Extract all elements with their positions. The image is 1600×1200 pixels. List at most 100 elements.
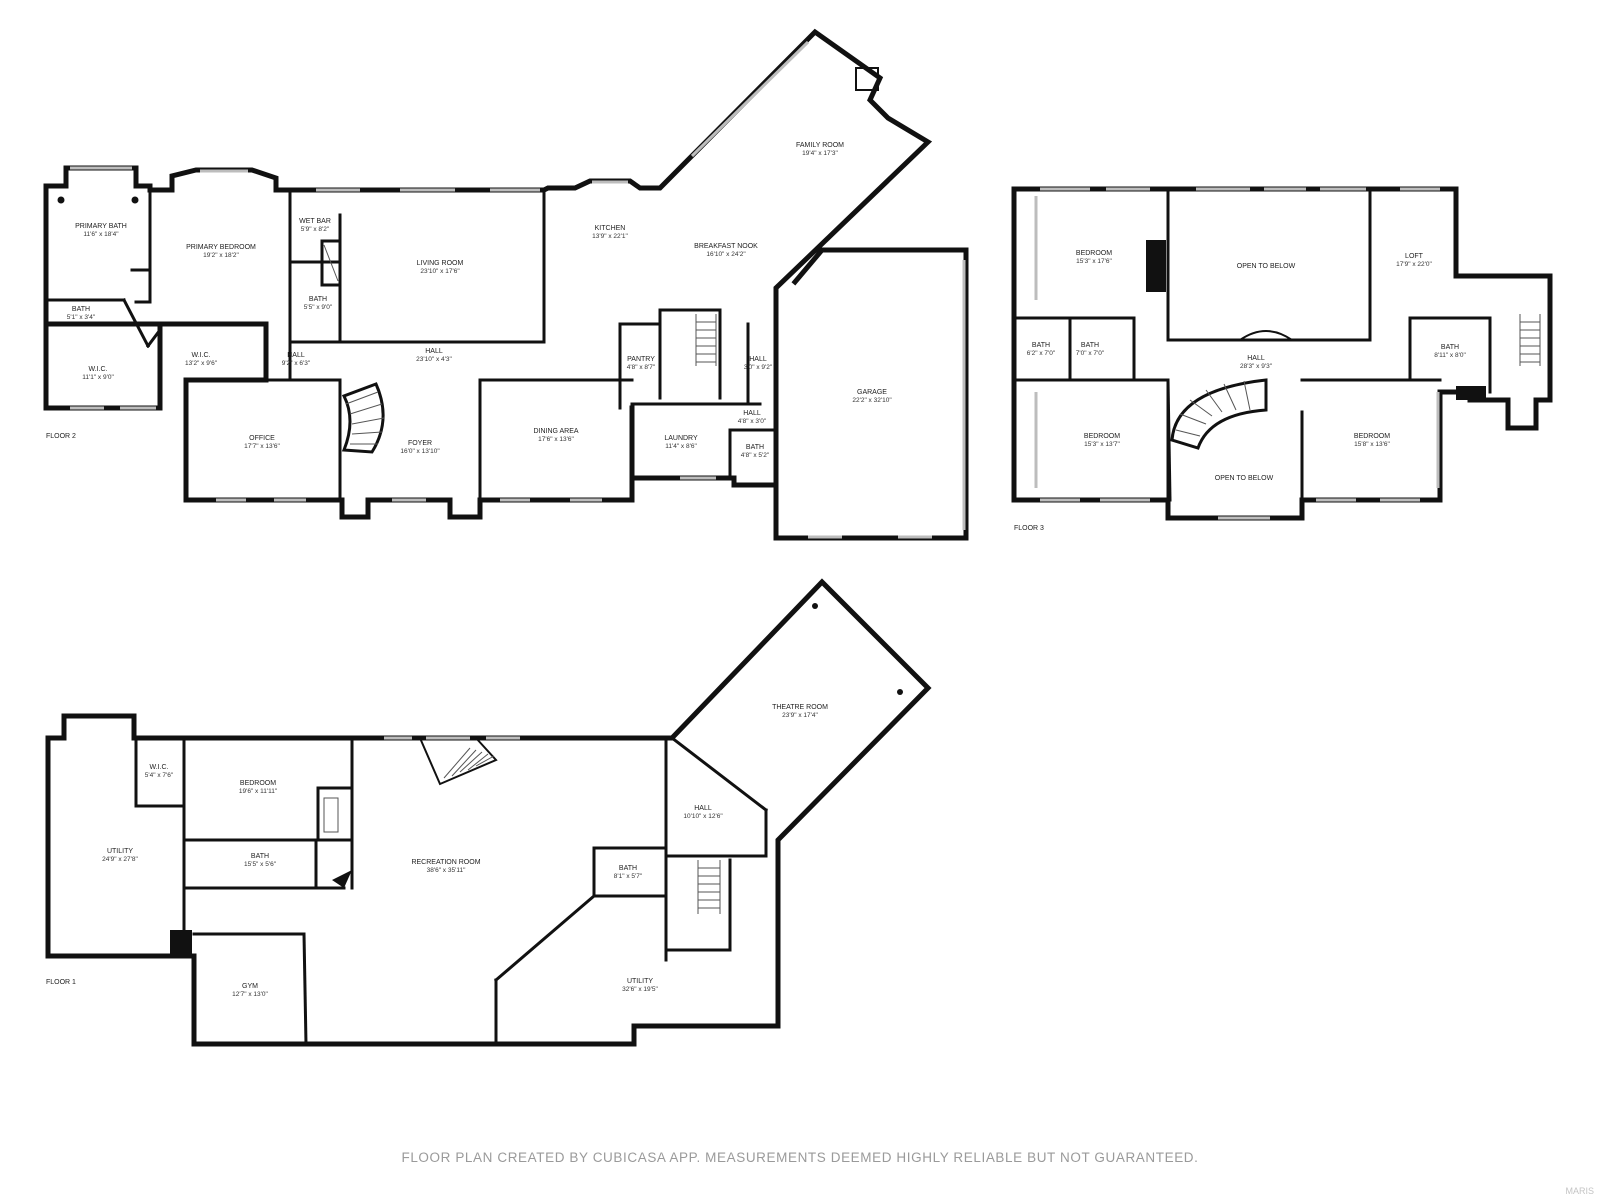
room-name: BATH — [251, 853, 269, 860]
room-dimensions: 4'8" x 5'2" — [741, 452, 770, 459]
room-name: HALL — [749, 356, 767, 363]
room-name: LAUNDRY — [664, 435, 698, 442]
room-dimensions: 15'5" x 5'6" — [244, 861, 277, 868]
fireplace-icon — [320, 239, 342, 287]
room-dimensions: 24'9" x 27'8" — [102, 856, 138, 863]
room-dimensions: 16'0" x 13'10" — [400, 448, 440, 455]
fireplace-icon — [855, 67, 879, 91]
room-dimensions: 12'7" x 13'0" — [232, 991, 268, 998]
room-dimensions: 11'1" x 9'0" — [82, 374, 114, 381]
room-dimensions: 8'1" x 5'7" — [614, 873, 643, 880]
staircase-icon — [419, 737, 498, 786]
room-name: BATH — [746, 444, 764, 451]
speaker-icon — [897, 689, 903, 695]
room-name: PRIMARY BATH — [75, 223, 127, 230]
room-name: W.I.C. — [149, 764, 168, 771]
room-name: OPEN TO BELOW — [1215, 475, 1274, 482]
room-name: FOYER — [408, 440, 432, 447]
room-name: BEDROOM — [1354, 433, 1390, 440]
staircase-icon — [1519, 314, 1541, 366]
room-name: BATH — [1441, 344, 1459, 351]
room-name: OFFICE — [249, 435, 275, 442]
room-dimensions: 6'2" x 7'0" — [1027, 350, 1056, 357]
room-name: UTILITY — [107, 848, 133, 855]
room-name: GARAGE — [857, 389, 887, 396]
floor-1-exterior-wall — [45, 578, 932, 1047]
room-dimensions: 17'9" x 22'0" — [1396, 261, 1432, 268]
room-dimensions: 19'6" x 11'11" — [239, 788, 278, 795]
staircase-icon — [697, 860, 721, 914]
room-dimensions: 22'2" x 32'10" — [852, 397, 892, 404]
room-name: HALL — [1247, 355, 1265, 362]
room-dimensions: 4'8" x 8'7" — [627, 364, 656, 371]
room-dimensions: 4'8" x 3'0" — [738, 418, 767, 425]
column-icon — [131, 196, 139, 204]
room-name: BATH — [1032, 342, 1050, 349]
room-dimensions: 5'5" x 9'0" — [304, 304, 333, 311]
room-name: KITCHEN — [595, 225, 626, 232]
room-name: BEDROOM — [1076, 250, 1112, 257]
room-name: BREAKFAST NOOK — [694, 243, 758, 250]
room-dimensions: 23'10" x 4'3" — [416, 356, 452, 363]
curved-staircase-icon — [1170, 378, 1268, 450]
floor-3-label: FLOOR 3 — [1014, 525, 1044, 532]
room-dimensions: 19'4" x 17'3" — [802, 150, 838, 157]
room-dimensions: 19'2" x 18'2" — [203, 252, 239, 259]
room-dimensions: 11'6" x 18'4" — [83, 231, 119, 238]
room-name: PRIMARY BEDROOM — [186, 244, 256, 251]
room-name: HALL — [287, 352, 305, 359]
room-name: BATH — [309, 296, 327, 303]
floor-3-plan: FLOOR 3 BEDROOM 15'3" x 17'6" OPEN TO BE… — [1011, 186, 1553, 532]
room-dimensions: 32'6" x 19'5" — [622, 986, 658, 993]
room-dimensions: 11'4" x 8'6" — [665, 443, 697, 450]
room-dimensions: 5'4" x 7'6" — [145, 772, 174, 779]
room-dimensions: 16'10" x 24'2" — [706, 251, 746, 258]
room-name: OPEN TO BELOW — [1237, 263, 1296, 270]
room-dimensions: 7'0" x 7'0" — [1076, 350, 1105, 357]
floor-3-exterior-wall — [1011, 186, 1553, 521]
room-dimensions: 28'3" x 9'3" — [1240, 363, 1273, 370]
room-name: LIVING ROOM — [417, 260, 464, 267]
fireplace-icon — [316, 786, 354, 842]
room-dimensions: 9'2" x 6'3" — [282, 360, 311, 367]
room-dimensions: 13'9" x 22'1" — [592, 233, 628, 240]
column-icon — [57, 196, 65, 204]
room-dimensions: 10'10" x 12'6" — [683, 813, 723, 820]
room-name: BEDROOM — [240, 780, 276, 787]
room-dimensions: 17'7" x 13'6" — [244, 443, 280, 450]
room-name: BATH — [72, 306, 90, 313]
floor-2-plan: FLOOR 2 PRIMARY BATH 11'6" x 18'4" PRIMA… — [43, 28, 969, 541]
room-name: W.I.C. — [191, 352, 210, 359]
room-dimensions: 15'3" x 13'7" — [1084, 441, 1120, 448]
curved-staircase-icon — [341, 382, 385, 454]
room-name: HALL — [743, 410, 761, 417]
speaker-icon — [812, 603, 818, 609]
room-dimensions: 23'10" x 17'6" — [420, 268, 460, 275]
chimney-icon — [1146, 240, 1166, 292]
floor-2-exterior-wall — [43, 28, 969, 541]
room-name: GYM — [242, 983, 258, 990]
room-dimensions: 3'0" x 9'2" — [744, 364, 773, 371]
staircase-icon — [695, 314, 717, 366]
floor-1-plan: FLOOR 1 THEATRE ROOM 23'9" x 17'4" W.I.C… — [45, 578, 932, 1047]
room-dimensions: 23'9" x 17'4" — [782, 712, 818, 719]
room-dimensions: 17'6" x 13'6" — [538, 436, 574, 443]
room-dimensions: 5'9" x 8'2" — [301, 226, 330, 233]
room-dimensions: 15'3" x 17'6" — [1076, 258, 1112, 265]
room-name: THEATRE ROOM — [772, 704, 828, 711]
room-dimensions: 8'11" x 8'0" — [1434, 352, 1466, 359]
room-dimensions: 15'8" x 13'6" — [1354, 441, 1390, 448]
room-dimensions: 13'2" x 9'6" — [185, 360, 218, 367]
room-dimensions: 5'1" x 3'4" — [67, 314, 96, 321]
room-name: BATH — [1081, 342, 1099, 349]
room-name: HALL — [425, 348, 443, 355]
brand-watermark: MARIS — [1565, 1186, 1594, 1196]
room-name: LOFT — [1405, 253, 1424, 260]
room-name: BEDROOM — [1084, 433, 1120, 440]
room-name: WET BAR — [299, 218, 331, 225]
disclaimer-footer: FLOOR PLAN CREATED BY CUBICASA APP. MEAS… — [401, 1150, 1198, 1165]
room-name: BATH — [619, 865, 637, 872]
room-name: FAMILY ROOM — [796, 142, 844, 149]
room-dimensions: 38'6" x 35'11" — [427, 867, 466, 874]
